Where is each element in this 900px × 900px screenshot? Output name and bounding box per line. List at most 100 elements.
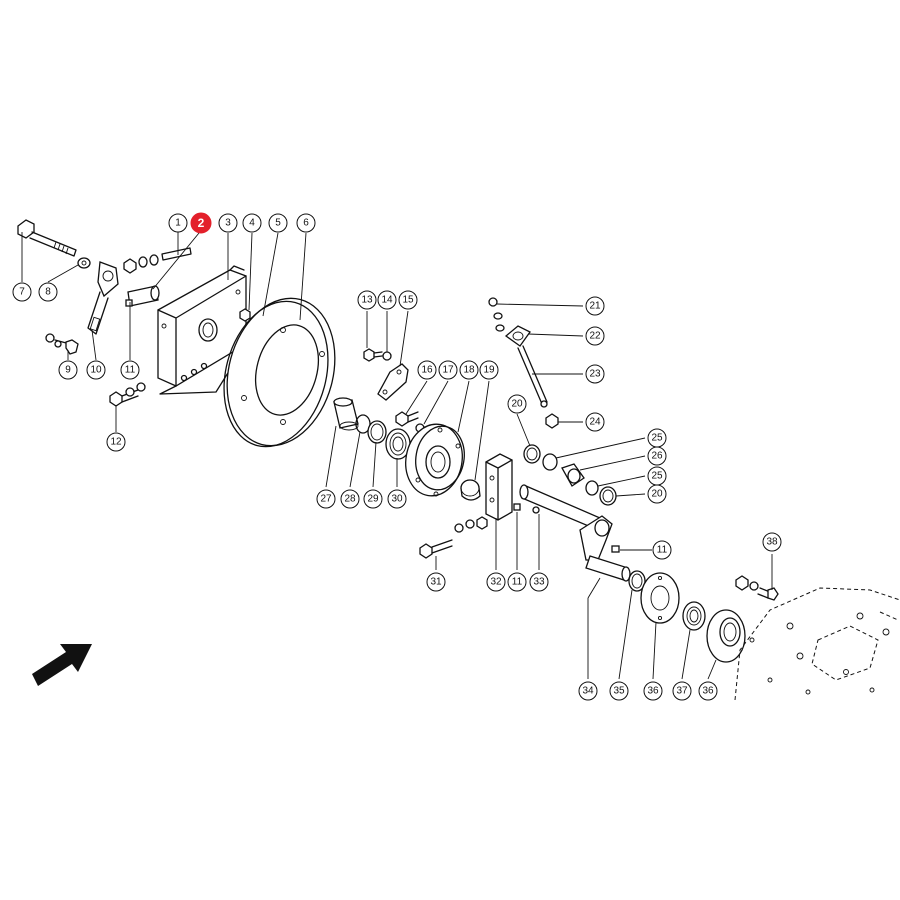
callout-5[interactable]: 5 [268,213,288,233]
svg-text:25: 25 [651,433,663,444]
part-hub-26 [561,463,585,487]
svg-text:36: 36 [702,686,714,697]
part-washer-14 [382,351,392,361]
svg-text:16: 16 [421,365,433,376]
svg-text:10: 10 [90,365,102,376]
callout-9[interactable]: 9 [58,360,78,380]
callout-20b[interactable]: 20 [647,484,667,504]
svg-text:6: 6 [303,218,309,229]
svg-text:35: 35 [613,686,625,697]
callout-19[interactable]: 19 [479,360,499,380]
callout-32[interactable]: 32 [486,572,506,592]
callout-7[interactable]: 7 [12,282,32,302]
svg-text:1: 1 [175,218,181,229]
callout-25[interactable]: 25 [647,428,667,448]
callout-36b[interactable]: 36 [698,681,718,701]
callout-20[interactable]: 20 [507,394,527,414]
svg-text:5: 5 [275,218,281,229]
callout-35[interactable]: 35 [609,681,629,701]
part-key-11b [611,545,620,553]
part-bearing-25b [585,480,599,496]
callout-10[interactable]: 10 [86,360,106,380]
part-fork-32 [485,453,513,521]
svg-text:36: 36 [647,686,659,697]
svg-text:20: 20 [511,399,523,410]
svg-text:9: 9 [65,365,71,376]
part-crank-shaft-34 [519,484,631,582]
callout-33[interactable]: 33 [529,572,549,592]
callout-8[interactable]: 8 [38,282,58,302]
callout-36[interactable]: 36 [643,681,663,701]
callout-38[interactable]: 38 [762,532,782,552]
part-nut-24 [545,413,559,429]
part-seal-20b [599,486,617,506]
callout-37[interactable]: 37 [672,681,692,701]
svg-text:27: 27 [320,494,332,505]
part-washer-8 [77,257,91,269]
callout-11c[interactable]: 11 [507,572,527,592]
callout-31[interactable]: 31 [426,572,446,592]
svg-text:33: 33 [533,577,545,588]
part-seal-20a [523,444,541,464]
callout-2-highlighted[interactable]: 2 [190,212,212,234]
svg-text:11: 11 [657,545,668,556]
parts-artwork [17,219,900,701]
callout-11[interactable]: 11 [120,360,140,380]
callout-13[interactable]: 13 [357,290,377,310]
svg-text:20: 20 [651,489,663,500]
callout-16[interactable]: 16 [417,360,437,380]
part-bolt-7 [17,219,77,257]
callout-18[interactable]: 18 [459,360,479,380]
callout-28[interactable]: 28 [340,489,360,509]
svg-text:31: 31 [430,577,442,588]
callout-30[interactable]: 30 [387,489,407,509]
svg-text:11: 11 [512,577,523,588]
part-pin-33 [532,506,540,514]
callout-14[interactable]: 14 [377,290,397,310]
part-bolt-4 [239,308,251,322]
svg-text:17: 17 [442,365,454,376]
part-flange-36b [706,609,746,663]
callout-34[interactable]: 34 [578,681,598,701]
callout-26[interactable]: 26 [647,446,667,466]
callout-24[interactable]: 24 [585,412,605,432]
svg-text:23: 23 [589,369,601,380]
svg-text:4: 4 [249,218,255,229]
callout-15[interactable]: 15 [398,290,418,310]
callout-25b[interactable]: 25 [647,466,667,486]
callout-12[interactable]: 12 [106,432,126,452]
part-grease-nipple-21 [488,297,505,332]
part-key-11 [513,503,521,511]
svg-text:2: 2 [198,216,205,230]
callout-23[interactable]: 23 [585,364,605,384]
callout-4[interactable]: 4 [242,213,262,233]
svg-text:25: 25 [651,471,663,482]
part-bolt-16 [395,411,419,427]
callout-6[interactable]: 6 [296,213,316,233]
callout-29[interactable]: 29 [363,489,383,509]
part-pin-2 [125,285,160,307]
callout-3[interactable]: 3 [218,213,238,233]
svg-text:37: 37 [676,686,688,697]
svg-text:14: 14 [381,295,393,306]
part-bracket-plate-3 [157,265,247,395]
svg-text:24: 24 [589,417,601,428]
callout-17[interactable]: 17 [438,360,458,380]
part-bushing-19 [460,479,481,501]
svg-text:3: 3 [225,218,231,229]
callout-22[interactable]: 22 [585,326,605,346]
part-flange-36a [640,572,680,624]
svg-text:7: 7 [19,287,25,298]
callout-11b[interactable]: 11 [652,540,672,560]
svg-text:15: 15 [402,295,414,306]
part-bolt-31 [419,516,488,559]
svg-text:30: 30 [391,494,403,505]
callout-1[interactable]: 1 [168,213,188,233]
part-bolt-1 [123,247,192,274]
callout-21[interactable]: 21 [585,296,605,316]
svg-text:12: 12 [110,437,122,448]
callout-27[interactable]: 27 [316,489,336,509]
svg-text:26: 26 [651,451,663,462]
svg-text:11: 11 [125,365,136,376]
part-ring-35 [628,570,646,592]
